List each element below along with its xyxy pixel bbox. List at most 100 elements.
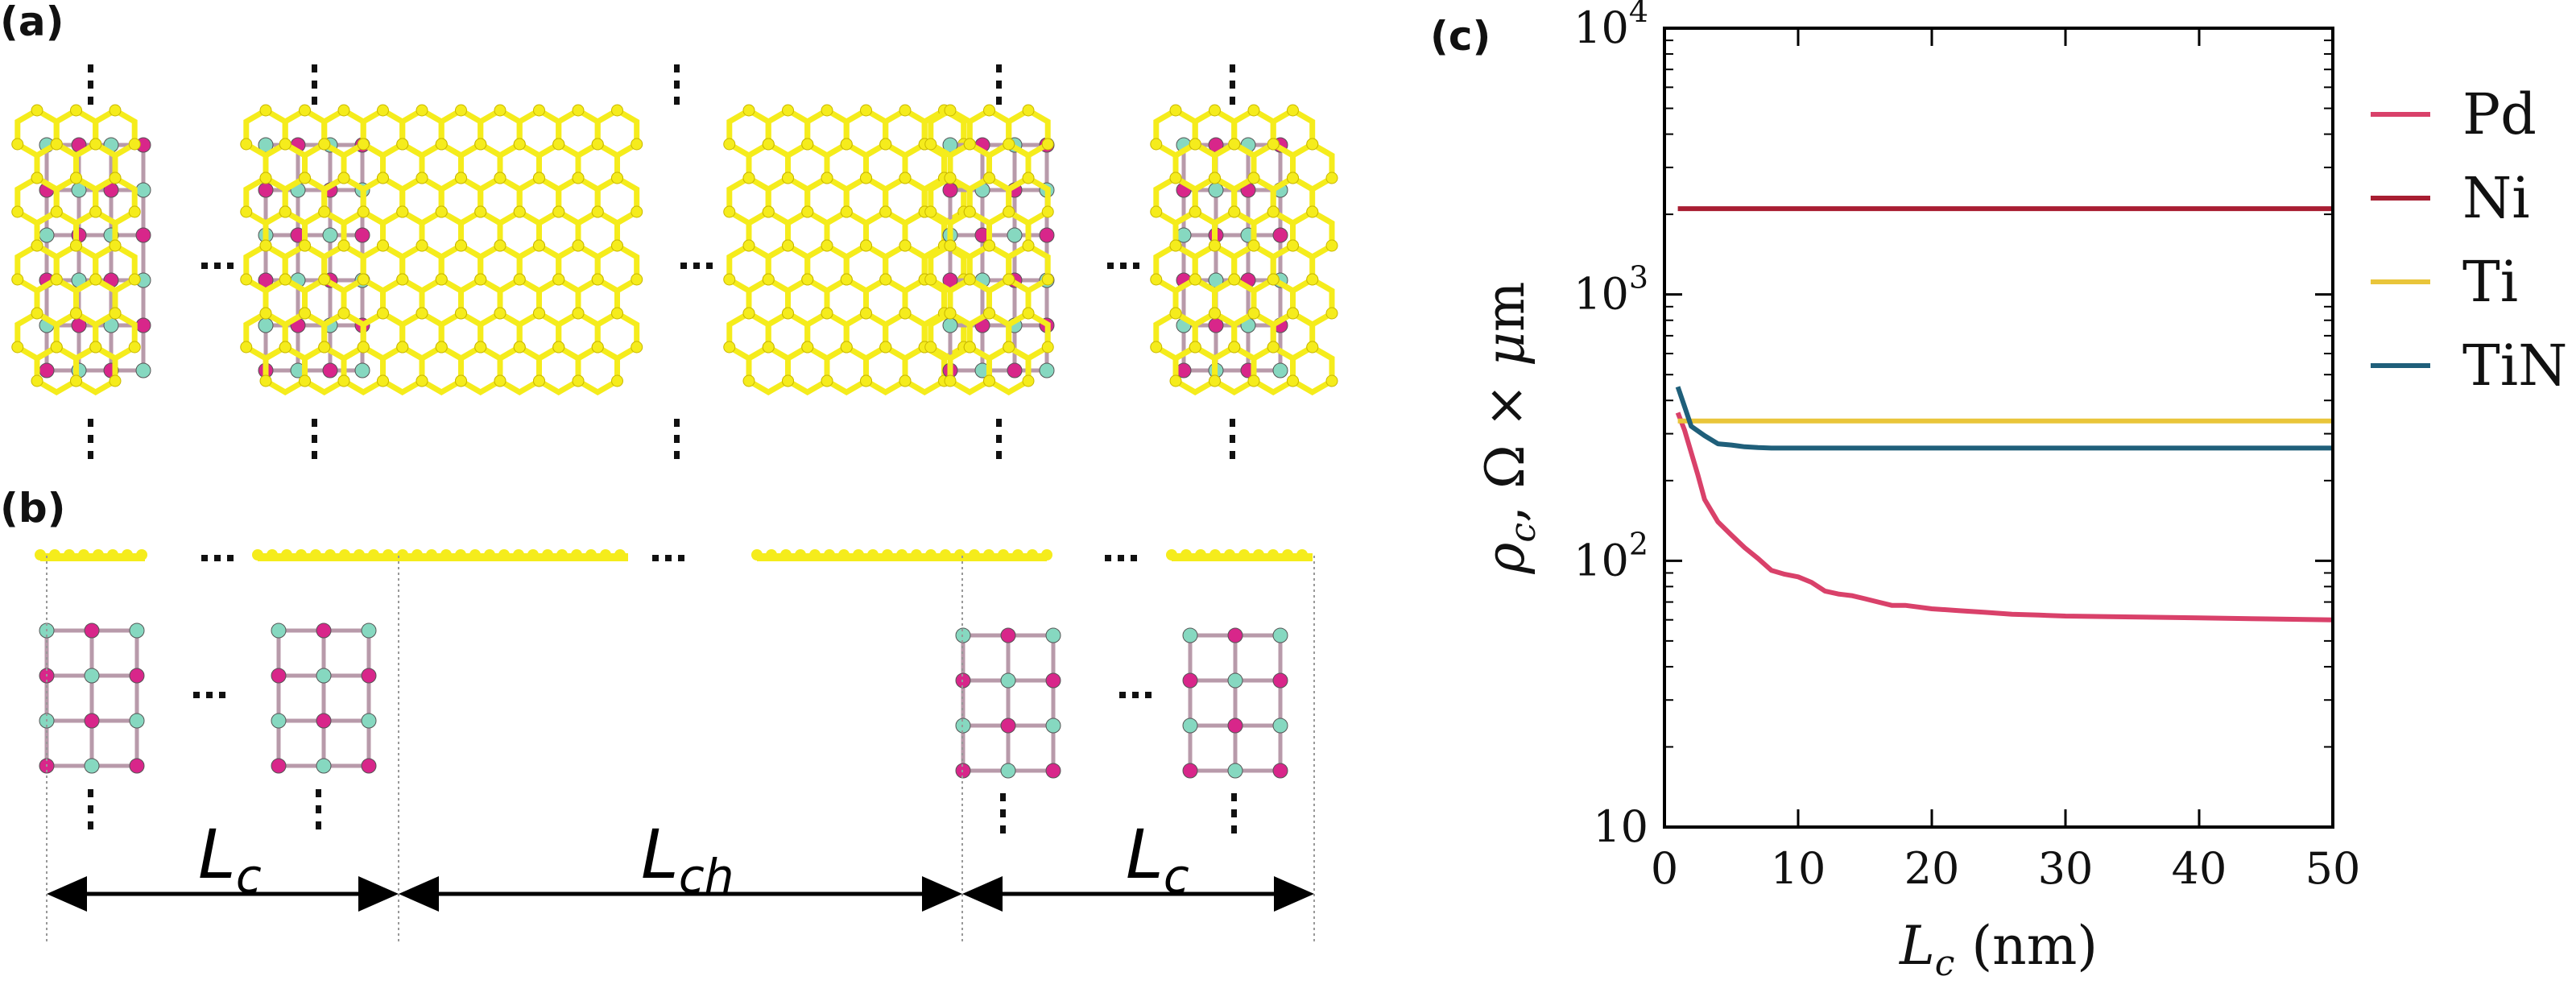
- carbon-atom: [69, 239, 82, 252]
- carbon-atom: [1267, 341, 1280, 354]
- carbon-atom: [944, 104, 957, 117]
- carbon-atom-side: [426, 549, 437, 560]
- carbon-atom: [1022, 172, 1035, 184]
- carbon-atom-side: [1267, 549, 1279, 560]
- metal-atom: [1182, 763, 1198, 779]
- carbon-atom: [50, 205, 63, 218]
- carbon-atom: [1286, 172, 1299, 184]
- ellipsis-dot: [312, 451, 317, 459]
- carbon-atom: [879, 138, 892, 151]
- x-tick-label-20: 20: [1904, 843, 1960, 894]
- carbon-atom-side: [397, 549, 408, 560]
- x-tick-label-10: 10: [1771, 843, 1826, 894]
- x-tick-label-40: 40: [2172, 843, 2227, 894]
- ellipsis-dot: [1230, 64, 1235, 72]
- carbon-atom-side: [411, 549, 423, 560]
- metal-atom: [354, 362, 370, 378]
- carbon-atom: [259, 239, 272, 252]
- carbon-atom: [532, 307, 545, 320]
- ellipsis-dot: [652, 555, 659, 561]
- carbon-atom: [396, 273, 409, 286]
- ellipsis-dot: [88, 64, 93, 72]
- carbon-atom: [50, 138, 63, 151]
- carbon-atom-side: [382, 549, 394, 560]
- series-line-tin: [1675, 386, 2333, 451]
- carbon-atom: [723, 205, 736, 218]
- metal-atom: [1007, 227, 1023, 243]
- carbon-atom: [240, 273, 253, 286]
- length-arrow-head-left-0: [47, 876, 87, 912]
- carbon-ring: [536, 343, 581, 396]
- carbon-atom: [821, 104, 833, 117]
- carbon-atom: [318, 205, 331, 218]
- carbon-atom: [610, 239, 623, 252]
- carbon-atom-side: [1209, 549, 1221, 560]
- carbon-atom: [821, 239, 833, 252]
- carbon-atom: [924, 341, 937, 354]
- carbon-atom-side: [93, 549, 104, 560]
- ellipsis-dot: [996, 451, 1002, 459]
- ellipsis-dot: [1231, 825, 1237, 833]
- carbon-atom: [591, 138, 604, 151]
- carbon-atom-side: [585, 549, 597, 560]
- carbon-atom-side: [339, 549, 350, 560]
- ellipsis-dot: [88, 81, 93, 89]
- carbon-atom: [435, 341, 448, 354]
- carbon-atom-side: [1282, 549, 1293, 560]
- carbon-atom: [31, 239, 43, 252]
- y-tick-label-10000: 104: [1573, 0, 1648, 53]
- carbon-atom: [416, 307, 428, 320]
- graphene-sheet-side-0: [35, 549, 147, 561]
- carbon-atom: [532, 172, 545, 184]
- carbon-atom: [1325, 239, 1338, 252]
- carbon-atom: [1022, 307, 1035, 320]
- ellipsis-dot: [1000, 825, 1006, 833]
- chart-series: [1675, 206, 2334, 623]
- channel-left-graphene-a: [240, 104, 643, 396]
- carbon-atom-side: [867, 549, 879, 560]
- carbon-atom: [1286, 307, 1299, 320]
- carbon-atom-side: [795, 549, 806, 560]
- metal-atom: [942, 317, 958, 333]
- carbon-atom: [1169, 307, 1182, 320]
- carbon-atom: [337, 104, 350, 117]
- carbon-atom: [1169, 104, 1182, 117]
- carbon-atom: [454, 307, 467, 320]
- carbon-atom: [532, 104, 545, 117]
- carbon-atom: [610, 172, 623, 184]
- carbon-atom: [1286, 104, 1299, 117]
- carbon-atom-side: [766, 549, 777, 560]
- metal-atom: [361, 668, 377, 684]
- ellipsis-dot: [312, 419, 317, 427]
- carbon-atom: [801, 341, 814, 354]
- carbon-atom-side: [780, 549, 792, 560]
- metal-atom: [322, 227, 338, 243]
- carbon-atom: [1247, 374, 1260, 387]
- carbon-atom: [899, 104, 912, 117]
- carbon-atom: [1208, 239, 1221, 252]
- carbon-atom: [532, 374, 545, 387]
- series-line-pd: [1675, 412, 2334, 623]
- carbon-atom: [474, 138, 487, 151]
- carbon-atom: [781, 239, 794, 252]
- carbon-atom: [1150, 273, 1163, 286]
- carbon-atom: [109, 374, 122, 387]
- ellipsis-dot: [1230, 451, 1235, 459]
- carbon-atom: [899, 172, 912, 184]
- right-inner-graphene-a: [924, 104, 1054, 396]
- carbon-atom-side: [1180, 549, 1192, 560]
- carbon-atom: [723, 138, 736, 151]
- carbon-atom: [357, 205, 370, 218]
- left-inner-metal-a: [258, 137, 370, 378]
- carbon-atom: [631, 205, 643, 218]
- carbon-atom-side: [809, 549, 821, 560]
- carbon-ring: [986, 343, 1032, 396]
- ellipsis-dot: [227, 555, 234, 561]
- metal-atom: [316, 668, 332, 684]
- carbon-atom: [552, 205, 565, 218]
- length-arrow-head-left-2: [962, 876, 1003, 912]
- carbon-atom: [723, 341, 736, 354]
- carbon-atom-side: [296, 549, 307, 560]
